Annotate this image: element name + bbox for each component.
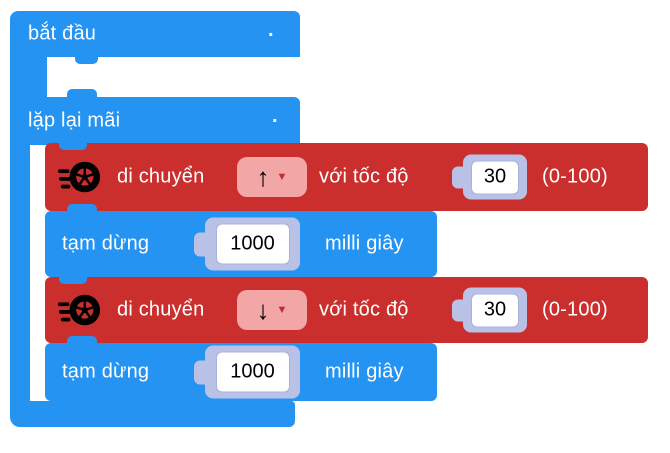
arrow-up-icon: ↑ xyxy=(256,162,270,192)
forever-block-label: lặp lại mãi xyxy=(28,109,121,132)
direction-dropdown[interactable]: ↓ ▼ xyxy=(237,290,307,330)
forever-block-connector-tab xyxy=(67,89,97,97)
move-label: di chuyển xyxy=(117,298,205,321)
range-hint-label: (0-100) xyxy=(542,298,608,321)
slot-knob xyxy=(194,232,207,256)
chevron-down-icon: ▼ xyxy=(276,303,288,316)
pause-block[interactable]: tạm dừng 1000 milli giây xyxy=(45,343,437,401)
unit-label: milli giây xyxy=(325,232,404,255)
duration-value-slot[interactable]: 1000 xyxy=(194,345,300,399)
connector-notch-bottom xyxy=(67,204,97,211)
connector-notch-top xyxy=(59,143,87,150)
speed-label: với tốc độ xyxy=(319,165,409,188)
unit-label: milli giây xyxy=(325,360,404,383)
wheel-icon xyxy=(58,161,101,193)
slot-knob xyxy=(194,360,207,384)
pause-label: tạm dừng xyxy=(62,360,150,383)
start-block[interactable]: bắt đầu . xyxy=(10,11,300,57)
arrow-down-icon: ↓ xyxy=(256,295,270,325)
chevron-down-icon: ▼ xyxy=(276,170,288,183)
forever-block-bottom-arm xyxy=(10,401,295,427)
move-up-block[interactable]: di chuyển ↑ ▼ với tốc độ 30 (0-100) xyxy=(45,143,648,211)
wheel-icon xyxy=(58,294,101,326)
range-hint-label: (0-100) xyxy=(542,165,608,188)
connector-notch-bottom xyxy=(67,336,97,343)
move-down-block[interactable]: di chuyển ↓ ▼ với tốc độ 30 (0-100) xyxy=(45,277,648,343)
connector-notch-top xyxy=(59,277,87,284)
forever-block-spine xyxy=(10,145,30,401)
move-label: di chuyển xyxy=(117,165,205,188)
slot-knob xyxy=(452,166,465,188)
speed-value-slot[interactable]: 30 xyxy=(452,154,527,200)
start-block-connector-tab xyxy=(75,57,98,64)
duration-value-slot[interactable]: 1000 xyxy=(194,217,300,271)
forever-block[interactable]: lặp lại mãi . xyxy=(10,97,300,145)
speed-label: với tốc độ xyxy=(319,298,409,321)
duration-value-input[interactable]: 1000 xyxy=(215,223,290,265)
duration-value-input[interactable]: 1000 xyxy=(215,351,290,393)
slot-knob xyxy=(452,299,465,321)
pause-label: tạm dừng xyxy=(62,232,150,255)
start-block-spine xyxy=(10,56,47,98)
start-block-dot: . xyxy=(268,19,274,41)
speed-value-slot[interactable]: 30 xyxy=(452,287,527,333)
speed-value-input[interactable]: 30 xyxy=(471,160,519,194)
direction-dropdown[interactable]: ↑ ▼ xyxy=(237,157,307,197)
speed-value-input[interactable]: 30 xyxy=(471,293,519,327)
pause-block[interactable]: tạm dừng 1000 milli giây xyxy=(45,211,437,277)
forever-block-dot: . xyxy=(272,105,278,127)
start-block-label: bắt đầu xyxy=(28,22,97,45)
